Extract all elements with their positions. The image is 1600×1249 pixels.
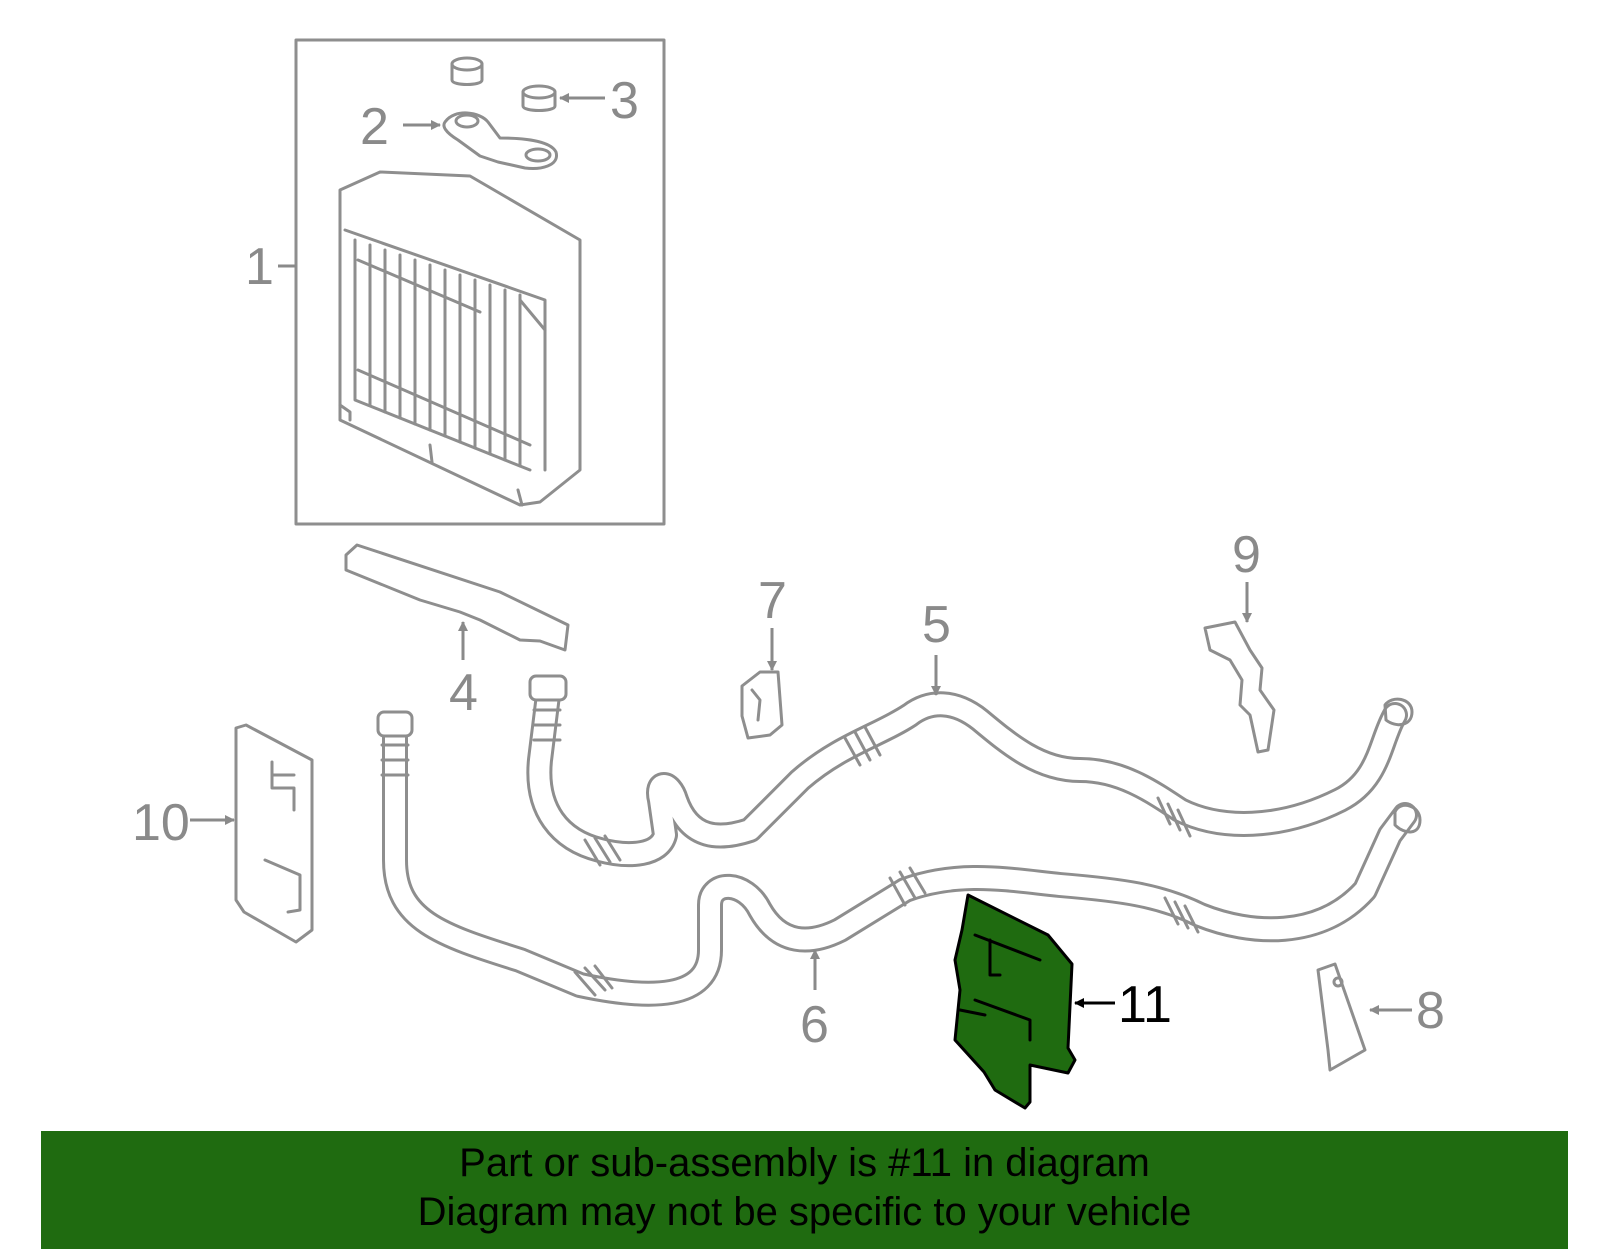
callout-3: 3 [610,72,639,130]
callout-6: 6 [800,996,829,1054]
callout-7: 7 [758,572,787,630]
part-10-air-duct[interactable] [234,723,314,944]
callout-1: 1 [245,238,274,296]
part-1-radiator-assembly[interactable] [294,38,666,526]
callout-8: 8 [1416,982,1445,1040]
part-5-cooler-line-feed[interactable] [526,674,1414,868]
part-11-air-deflector[interactable] [953,893,1077,1110]
banner-line-1: Part or sub-assembly is #11 in diagram [459,1141,1150,1185]
callout-9: 9 [1232,526,1261,584]
part-6-cooler-line-return[interactable] [376,710,1422,1007]
callout-11: 11 [1118,976,1172,1034]
callout-5: 5 [922,596,951,654]
callout-10: 10 [132,794,190,852]
callout-2: 2 [360,98,389,156]
banner-line-2: Diagram may not be specific to your vehi… [417,1190,1192,1234]
info-banner: Part or sub-assembly is #11 in diagram D… [41,1131,1568,1249]
part-4-support-panel[interactable] [344,543,570,652]
part-3-grommets [450,56,557,112]
part-9-bracket[interactable] [1203,620,1276,754]
callout-4: 4 [449,664,478,722]
assembly-frame [294,38,666,526]
part-8-bracket[interactable] [1316,962,1367,1072]
part-7-bracket[interactable] [740,670,784,740]
